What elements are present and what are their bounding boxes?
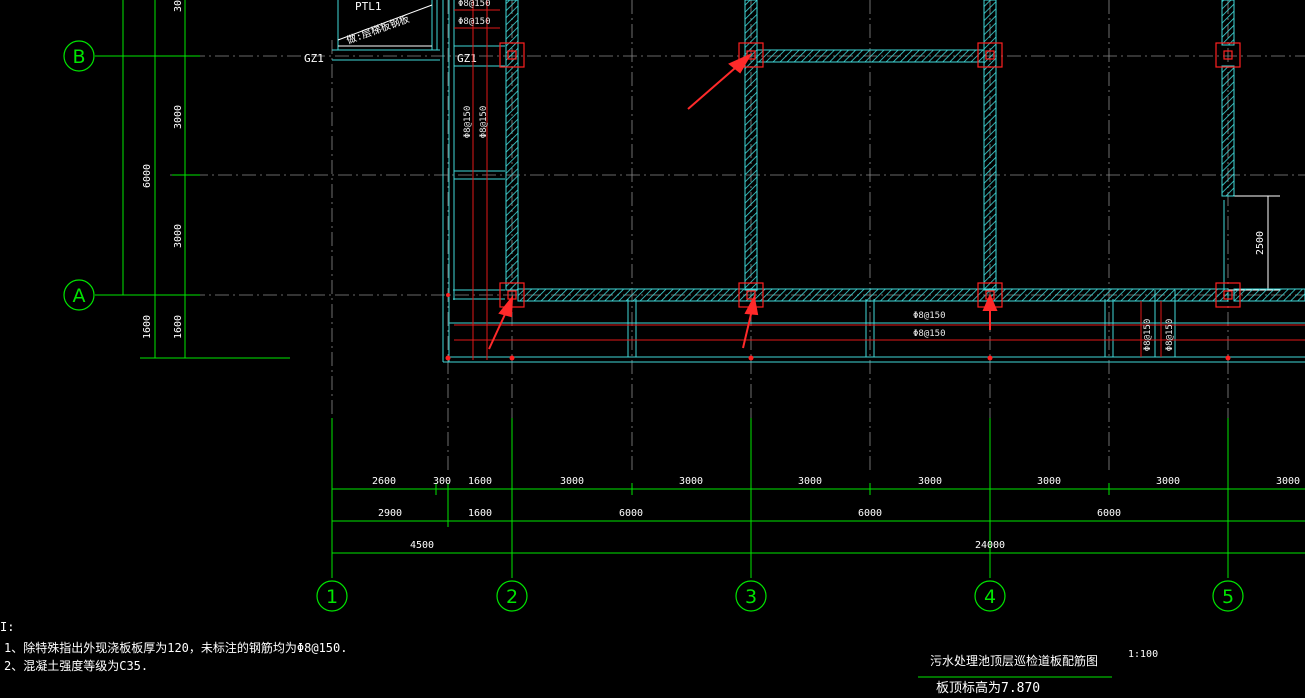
ptl-label: PTL1 [355, 0, 382, 13]
dim-300: 300 [433, 476, 451, 487]
wall-row-b-3-4 [756, 49, 985, 63]
wall-row-a [517, 288, 1229, 302]
column-b3[interactable] [738, 42, 764, 68]
axis-extension-lines [95, 55, 1229, 578]
dim-3000-7: 3000 [1276, 476, 1300, 487]
drawing-subtitle-elevation: 板顶标高为7.870 [936, 680, 1040, 696]
column-a5[interactable] [1215, 282, 1241, 308]
rebar-labels: Φ8@150 Φ8@150 Φ8@150 Φ8@150 Φ8@150 Φ8@15… [458, 0, 1175, 351]
dim-inner-top-partial: 30 [173, 0, 184, 12]
arrow-to-column-a2 [488, 294, 514, 350]
axis-label-b: B [72, 46, 85, 68]
dim-inner-3000-bottom: 3000 [173, 224, 184, 248]
axis-bubble-col-1[interactable]: 1 [316, 580, 348, 612]
axis-bubble-row-a[interactable]: A [63, 279, 95, 311]
rebar-label-vert-2: Φ8@150 [479, 106, 489, 139]
dim-4500: 4500 [410, 540, 434, 551]
dim-3000-3: 3000 [798, 476, 822, 487]
axis-label-3: 3 [745, 586, 757, 608]
notes-head: I: [0, 620, 14, 634]
axis-label-4: 4 [984, 586, 996, 608]
dim-2900: 2900 [378, 508, 402, 519]
dim-left-1600: 1600 [142, 315, 153, 339]
dim-right-2500: 2500 [1255, 231, 1266, 255]
stair-area [332, 0, 440, 61]
dim-3000-6: 3000 [1156, 476, 1180, 487]
rebar-label-horiz-1: Φ8@150 [913, 311, 946, 321]
axis-label-2: 2 [506, 586, 518, 608]
annotation-arrows [488, 52, 998, 350]
column-b5[interactable] [1215, 42, 1241, 68]
dim-3000-1: 3000 [560, 476, 584, 487]
axis-label-a: A [73, 285, 86, 307]
axis-bubble-col-5[interactable]: 5 [1212, 580, 1244, 612]
left-dimension-texts: 6000 1600 3000 3000 1600 30 [142, 0, 184, 339]
rebar-label-vert-3: Φ8@150 [1143, 319, 1153, 352]
bottom-dimension-texts: 2600 300 1600 3000 3000 3000 3000 3000 3… [372, 476, 1300, 551]
general-notes: I: 1、除特殊指出外现浇板板厚为120，未标注的钢筋均为Φ8@150. 2、混… [0, 620, 347, 673]
dim-3000-4: 3000 [918, 476, 942, 487]
drawing-title: 污水处理池顶层巡检道板配筋图 [930, 653, 1098, 668]
dim-1600-b: 1600 [468, 508, 492, 519]
dim-6000-3: 6000 [1097, 508, 1121, 519]
axis-label-1: 1 [326, 586, 338, 608]
rebar-label-vert-4: Φ8@150 [1165, 319, 1175, 352]
gz1-label-right: GZ1 [457, 52, 477, 65]
axis-bubble-col-4[interactable]: 4 [974, 580, 1006, 612]
notes-line-2: 2、混凝土强度等级为C35. [4, 658, 148, 673]
dim-inner-3000-top: 3000 [173, 105, 184, 129]
dim-6000-2: 6000 [858, 508, 882, 519]
arrow-to-column-a4 [982, 293, 998, 330]
stair-note-label: 做:层梯板钢板 [345, 12, 411, 47]
dim-1600-a: 1600 [468, 476, 492, 487]
bottom-dimension-lines [331, 483, 1305, 559]
rebar-lines [454, 0, 1305, 360]
left-dimension-chain [118, 0, 290, 359]
dim-6000-1: 6000 [619, 508, 643, 519]
column-b4[interactable] [977, 42, 1003, 68]
axis-bubble-row-b[interactable]: B [63, 40, 95, 72]
drawing-title-block: 污水处理池顶层巡检道板配筋图 1:100 板顶标高为7.870 [918, 649, 1158, 696]
wall-axis-5-top [1221, 0, 1235, 46]
dim-3000-2: 3000 [679, 476, 703, 487]
wall-axis-5-mid [1221, 65, 1235, 197]
arrow-to-column-a3 [742, 295, 759, 349]
axis-label-5: 5 [1222, 586, 1234, 608]
arrow-to-column-b3 [687, 52, 753, 110]
hatched-walls [505, 0, 1305, 302]
rebar-label-horiz-2: Φ8@150 [913, 329, 946, 339]
wall-axis-2 [505, 0, 519, 291]
notes-line-1: 1、除特殊指出外现浇板板厚为120，未标注的钢筋均为Φ8@150. [4, 640, 347, 655]
rebar-label-top-1: Φ8@150 [458, 0, 491, 9]
platform-outline [442, 0, 1305, 363]
drawing-scale: 1:100 [1128, 649, 1158, 660]
gz1-label-left: GZ1 [304, 52, 324, 65]
rebar-label-top-2: Φ8@150 [458, 17, 491, 27]
axis-bubble-col-2[interactable]: 2 [496, 580, 528, 612]
grid-center-lines [95, 0, 1305, 470]
rebar-label-vert-1: Φ8@150 [463, 106, 473, 139]
dim-2600: 2600 [372, 476, 396, 487]
dim-left-6000: 6000 [142, 164, 153, 188]
wall-row-a-right [1233, 288, 1305, 302]
column-b2[interactable] [499, 42, 525, 68]
dim-3000-5: 3000 [1037, 476, 1061, 487]
right-dimension-2500: 2500 [1228, 195, 1280, 291]
dim-inner-1600: 1600 [173, 315, 184, 339]
dim-24000: 24000 [975, 540, 1005, 551]
axis-bubble-col-3[interactable]: 3 [735, 580, 767, 612]
anchor-dots [445, 293, 1231, 361]
